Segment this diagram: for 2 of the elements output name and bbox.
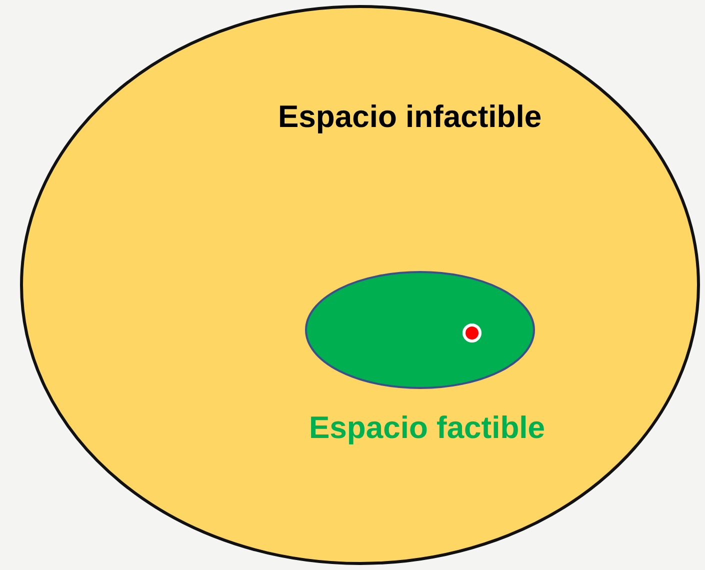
region-label: Espacio factible: [309, 410, 546, 446]
region-label: Espacio infactible: [278, 99, 542, 135]
